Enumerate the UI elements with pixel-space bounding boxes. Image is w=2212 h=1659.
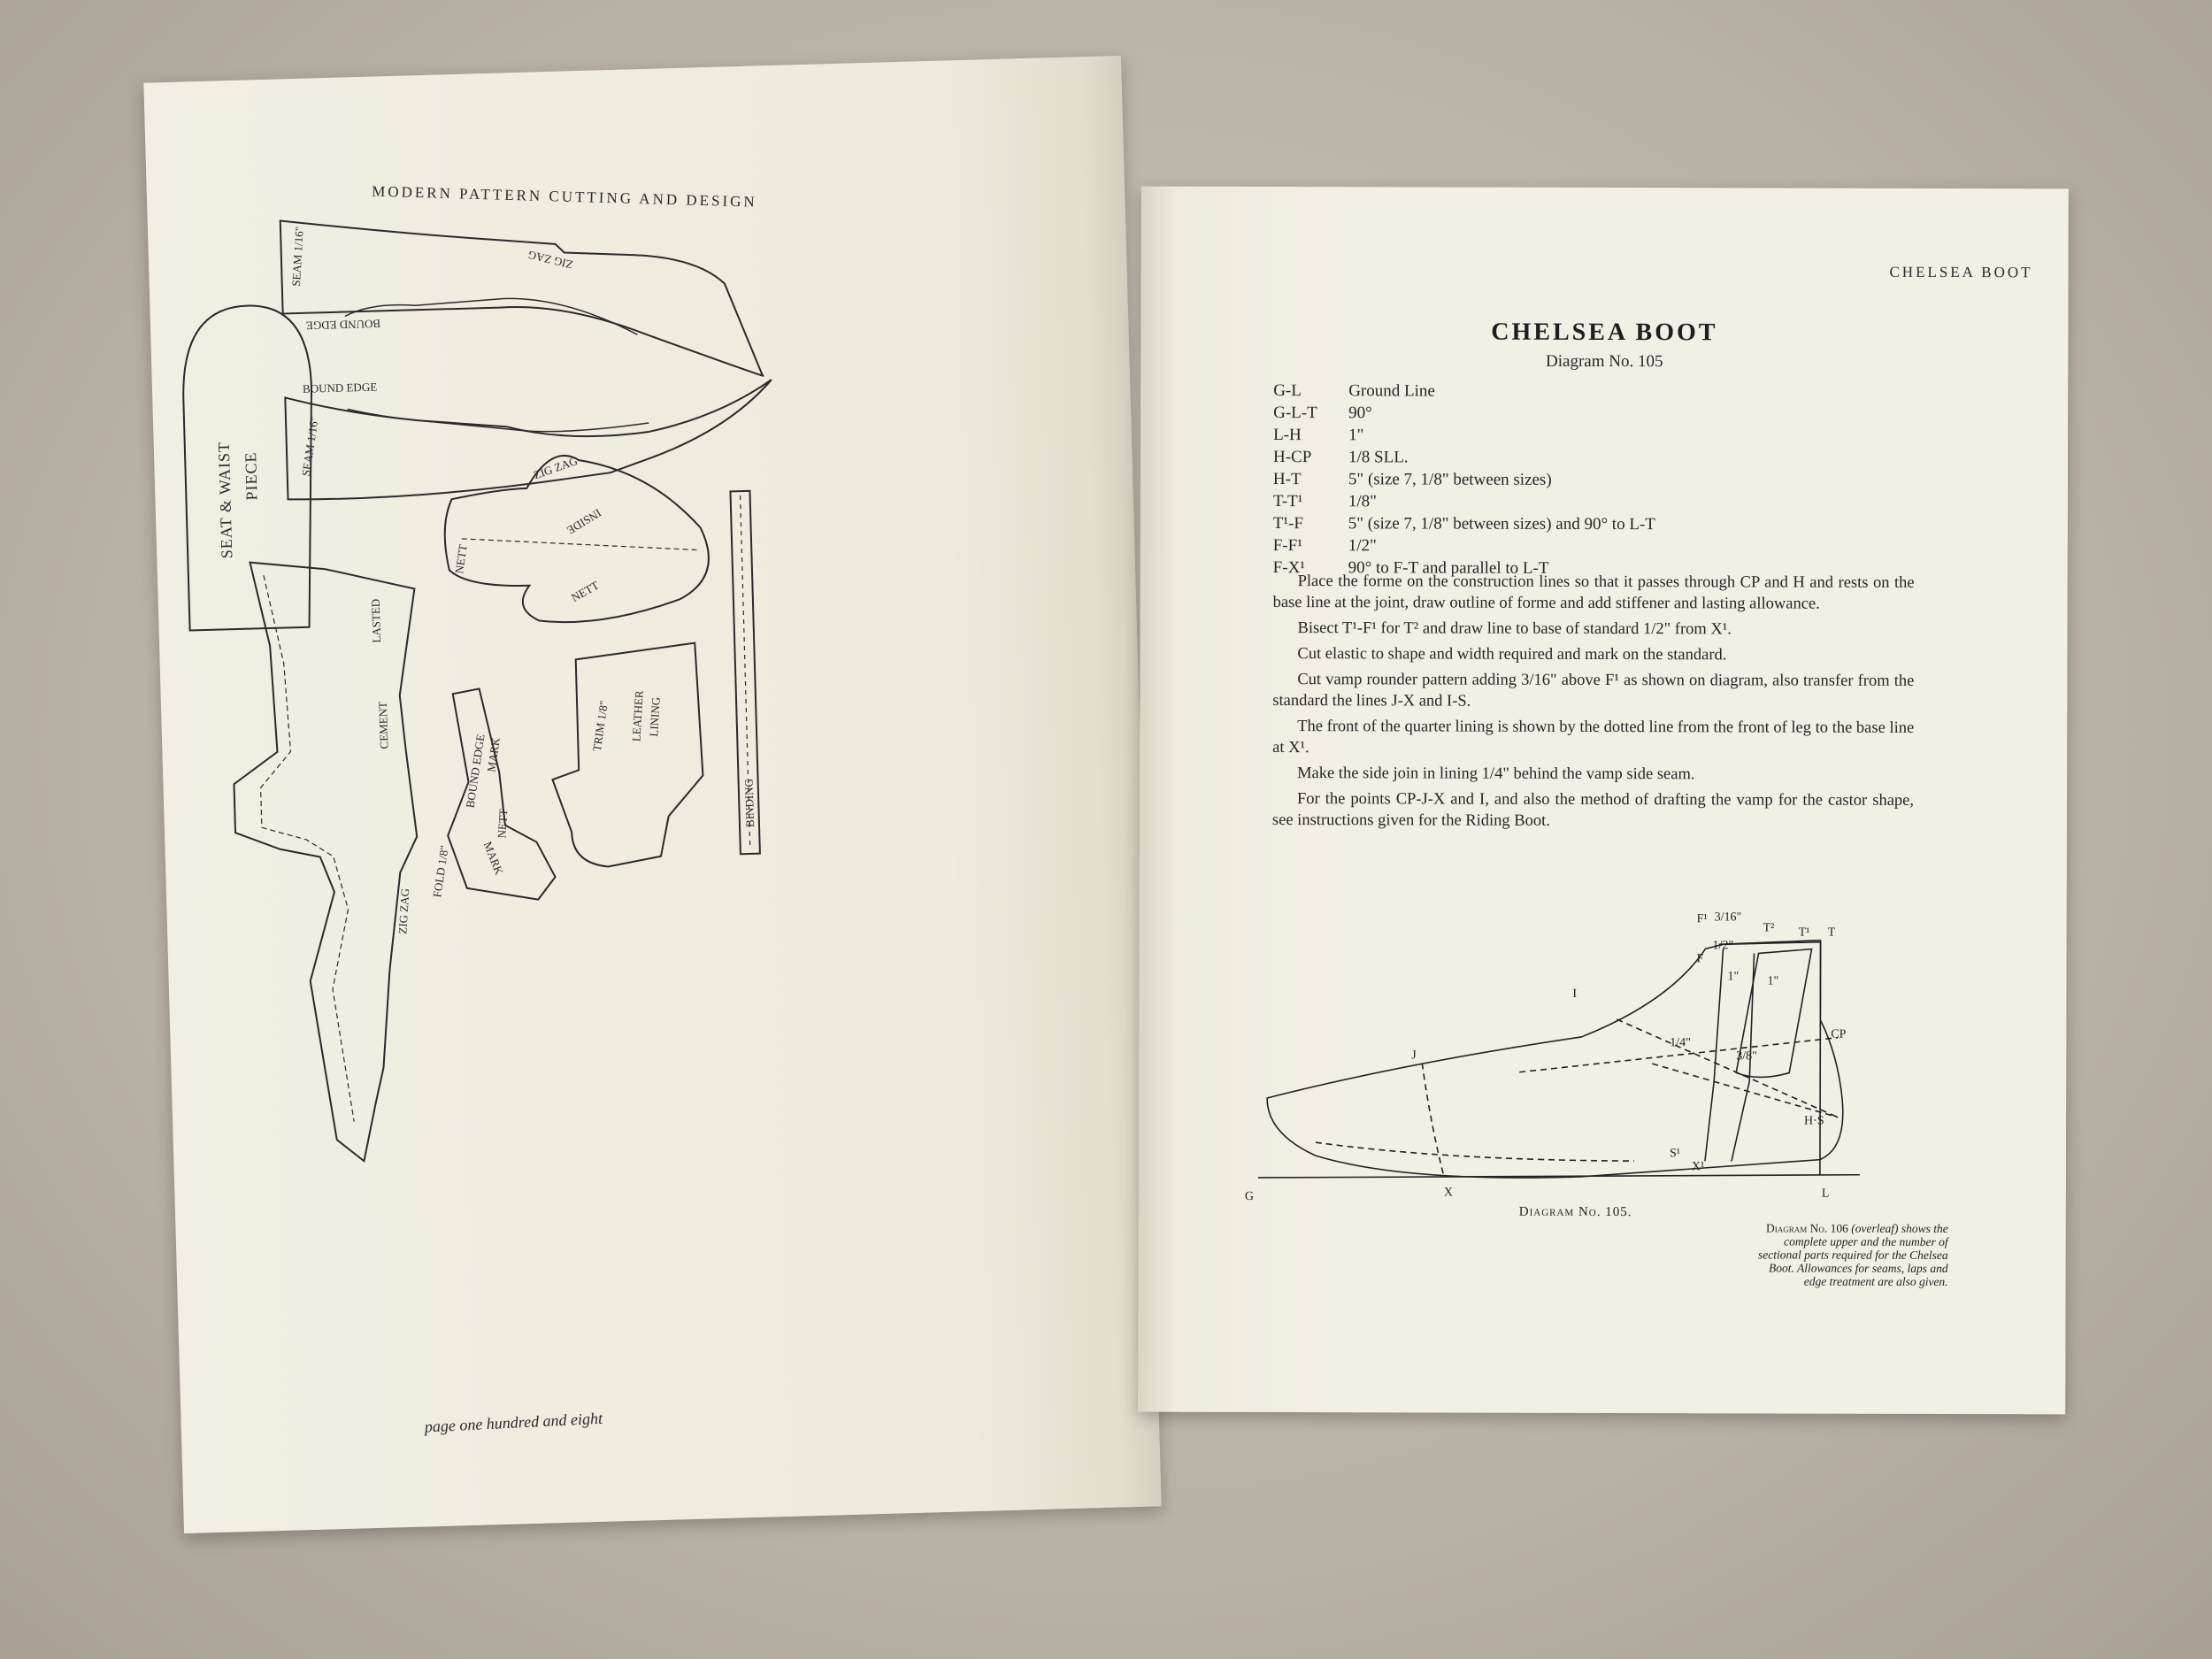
label-binding: BINDING <box>742 779 757 827</box>
pattern-pieces-drawing: SEAT & WAIST PIECE SEAM 1/16" ZIG ZAG BO… <box>182 219 772 1164</box>
diagram-label-f1: F¹ <box>1697 912 1708 926</box>
label-seam-bottom: SEAM 1/16" <box>299 416 321 477</box>
label-trim: TRIM 1/8" <box>590 700 611 752</box>
label-mark-bottom: MARK <box>481 840 507 877</box>
left-page: SEAT & WAIST PIECE SEAM 1/16" ZIG ZAG BO… <box>143 55 1162 1534</box>
diagram-label-x1: X¹ <box>1692 1160 1704 1173</box>
diagram-label-cp: CP <box>1831 1028 1846 1041</box>
label-zig-zag-vamp: ZIG ZAG <box>396 888 411 934</box>
diagram-label-half: 1/2" <box>1713 939 1734 952</box>
diagram-label-quarter: 1/4" <box>1670 1036 1691 1049</box>
label-lasted: LASTED <box>369 599 383 643</box>
label-bound-edge-top: BOUND EDGE <box>306 317 381 332</box>
label-bound-edge-mid: BOUND EDGE <box>303 380 378 396</box>
quarter-piece-bottom-inner <box>347 408 649 433</box>
label-mark-top: MARK <box>484 736 503 772</box>
binding-strip-outline <box>729 489 761 856</box>
diagram-label-one-b: 1" <box>1767 974 1778 987</box>
label-leather: LEATHER <box>629 690 645 742</box>
chelsea-boot-diagram: G L X X¹ S¹ J I F F¹ T T¹ T² CP H·S 1" 1… <box>1245 910 1860 1203</box>
diagram-label-three-sixteenths: 3/16" <box>1715 910 1742 924</box>
label-nett-left: NETT <box>452 543 470 574</box>
label-nett-small: NETT <box>495 809 510 839</box>
diagram-label-g: G <box>1245 1190 1254 1203</box>
vamp-front-centre-line <box>461 538 697 551</box>
right-page: CHELSEA BOOT CHELSEA BOOT Diagram No. 10… <box>1138 186 2069 1415</box>
diagram-label-x: X <box>1444 1187 1453 1200</box>
diagram-label-s1: S¹ <box>1670 1147 1680 1160</box>
diagram-label-hs: H·S <box>1804 1115 1824 1128</box>
diagram-label-t1: T¹ <box>1799 926 1810 940</box>
diagram-label-three-eighths: 3/8" <box>1736 1049 1757 1063</box>
leather-lining-outline <box>551 641 704 868</box>
diagram-label-t2: T² <box>1763 921 1775 934</box>
label-nett-bottom: NETT <box>569 579 601 604</box>
side-note-lead: Diagram No. 106 <box>1765 1221 1848 1235</box>
label-lining: LINING <box>647 696 663 737</box>
diagram-caption: Diagram No. 105. <box>1518 1204 1632 1220</box>
label-seam-top: SEAM 1/16" <box>289 227 306 288</box>
diagram-label-t: T <box>1828 926 1836 940</box>
vamp-lasted-outline <box>233 561 419 1164</box>
label-fold: FOLD 1/8" <box>430 844 450 898</box>
diagram-label-l: L <box>1822 1187 1830 1201</box>
vamp-front-piece-outline <box>443 454 710 624</box>
bound-edge-piece-outline <box>447 687 557 901</box>
label-cement: CEMENT <box>376 702 390 749</box>
label-seat-waist: SEAT & WAIST <box>215 442 236 559</box>
label-zig-zag-top: ZIG ZAG <box>526 248 574 272</box>
seat-waist-piece-outline <box>182 304 313 632</box>
diagram-label-j: J <box>1411 1048 1417 1062</box>
vamp-lasted-inner <box>260 575 355 1122</box>
label-piece: PIECE <box>242 451 261 501</box>
diagram-label-one-a: 1" <box>1727 970 1739 983</box>
side-note: Diagram No. 106 (overleaf) shows the com… <box>1758 1221 1948 1288</box>
quarter-piece-top-outline <box>279 219 764 377</box>
label-inside: INSIDE <box>565 506 603 537</box>
quarter-piece-top-inner <box>344 297 638 335</box>
diagram-label-f: F <box>1697 952 1704 965</box>
diagram-label-i: I <box>1572 987 1577 1001</box>
